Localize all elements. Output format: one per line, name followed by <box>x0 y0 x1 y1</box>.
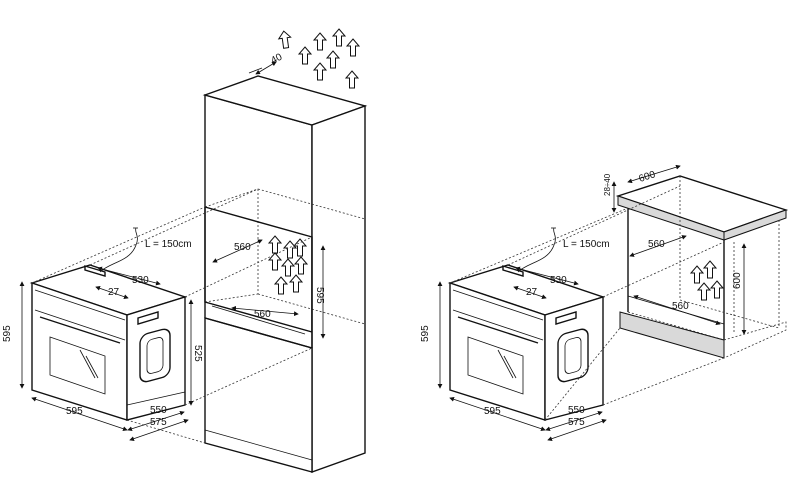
niche-height-right: 600 <box>732 272 743 289</box>
cable-length-label-right: L = 150cm <box>563 239 610 250</box>
cable-length-label-left: L = 150cm <box>145 239 192 250</box>
oven-width-left: 595 <box>66 406 83 417</box>
worktop-depth-right: 600 <box>638 169 658 185</box>
niche-depth-right: 560 <box>648 239 665 250</box>
cutout-depth-left: 550 <box>150 405 167 416</box>
tall-cabinet <box>202 61 368 473</box>
niche-bottom-depth-right: 560 <box>672 301 689 312</box>
oven-depth-top-left: 530 <box>132 275 149 286</box>
side-height-left: 525 <box>192 345 203 362</box>
total-depth-left: 575 <box>150 417 167 428</box>
cable-right <box>517 227 556 273</box>
total-depth-right: 575 <box>568 417 585 428</box>
oven-height-right: 595 <box>420 325 431 342</box>
oven-height-left: 595 <box>2 325 13 342</box>
worktop-gap-right: 28÷40 <box>603 173 612 196</box>
vent-arrows-right <box>690 260 724 301</box>
niche-bottom-depth-left: 560 <box>254 309 271 320</box>
cutout-depth-right: 550 <box>568 405 585 416</box>
oven-depth-top-right: 530 <box>550 275 567 286</box>
oven-width-right: 595 <box>484 406 501 417</box>
cable-left <box>99 227 138 273</box>
panel-thickness-left: 27 <box>108 287 120 298</box>
niche-height-left: 595 <box>314 287 325 304</box>
panel-thickness-right: 27 <box>526 287 538 298</box>
vent-arrows-top <box>277 28 360 89</box>
vent-gap-left: 40 <box>269 52 284 67</box>
niche-depth-left: 560 <box>234 242 251 253</box>
